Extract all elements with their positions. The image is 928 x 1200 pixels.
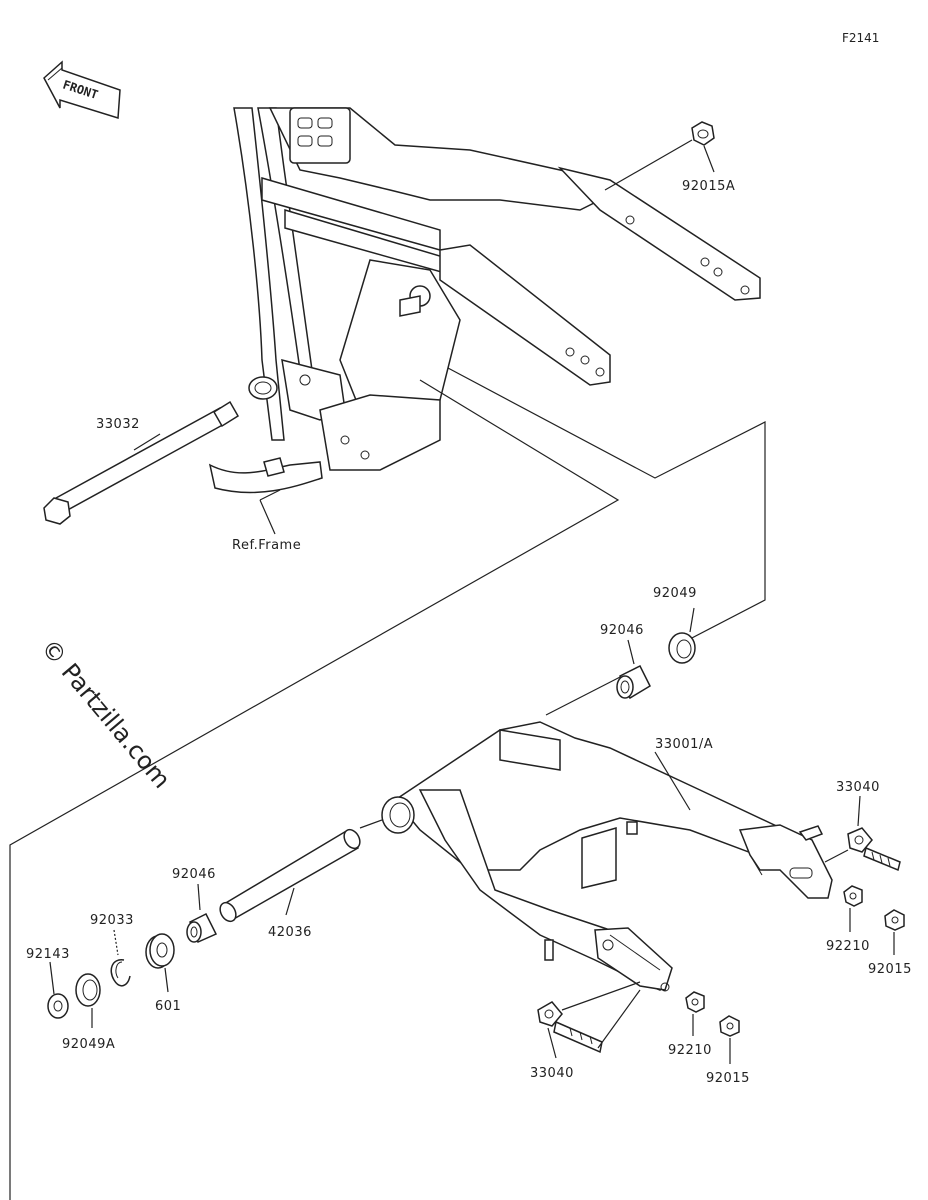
part-92143-cap[interactable] [47, 993, 69, 1019]
part-92015-nut-right[interactable] [884, 909, 905, 931]
label-92210-bottom[interactable]: 92210 [668, 1043, 712, 1058]
label-601[interactable]: 601 [155, 999, 181, 1014]
label-42036[interactable]: 42036 [268, 925, 312, 940]
label-92015A[interactable]: 92015A [682, 179, 735, 194]
label-92049[interactable]: 92049 [653, 586, 697, 601]
part-33001A-swingarm[interactable] [381, 721, 833, 992]
label-92143[interactable]: 92143 [26, 947, 70, 962]
watermark: © Partzilla.com [35, 634, 175, 794]
part-92033-circlip[interactable] [110, 959, 131, 987]
label-92015-right[interactable]: 92015 [868, 962, 912, 977]
label-33040-right[interactable]: 33040 [836, 780, 880, 795]
label-33001A[interactable]: 33001/A [655, 737, 713, 752]
frame-drawing [208, 107, 761, 494]
label-92210-right[interactable]: 92210 [826, 939, 870, 954]
part-42036-collar[interactable] [217, 827, 363, 924]
part-33040-adjuster-bottom[interactable] [537, 1001, 603, 1054]
part-92046-bushing-top[interactable] [616, 664, 651, 700]
part-601-bearing[interactable] [145, 933, 175, 969]
label-92033[interactable]: 92033 [90, 913, 134, 928]
label-33032[interactable]: 33032 [96, 417, 140, 432]
part-92015A-nut[interactable] [691, 121, 715, 146]
label-92046-top[interactable]: 92046 [600, 623, 644, 638]
part-92015-nut-bottom[interactable] [719, 1015, 740, 1037]
diagram-code: F2141 [842, 31, 879, 45]
part-92210-nut-right[interactable] [843, 885, 863, 907]
label-92049A[interactable]: 92049A [62, 1037, 115, 1052]
label-92015-bottom[interactable]: 92015 [706, 1071, 750, 1086]
part-92049-seal[interactable] [668, 632, 696, 664]
front-arrow-icon: FRONT [43, 60, 121, 119]
part-92049A-seal[interactable] [75, 973, 101, 1007]
part-92046-bushing-left[interactable] [186, 912, 218, 944]
part-33040-adjuster-right[interactable] [847, 827, 901, 872]
reference-frame-label: Ref.Frame [232, 538, 301, 553]
part-92210-nut-bottom[interactable] [685, 991, 705, 1013]
part-33032-pivot-shaft[interactable] [43, 400, 240, 525]
label-92046-left[interactable]: 92046 [172, 867, 216, 882]
label-33040-bottom[interactable]: 33040 [530, 1066, 574, 1081]
